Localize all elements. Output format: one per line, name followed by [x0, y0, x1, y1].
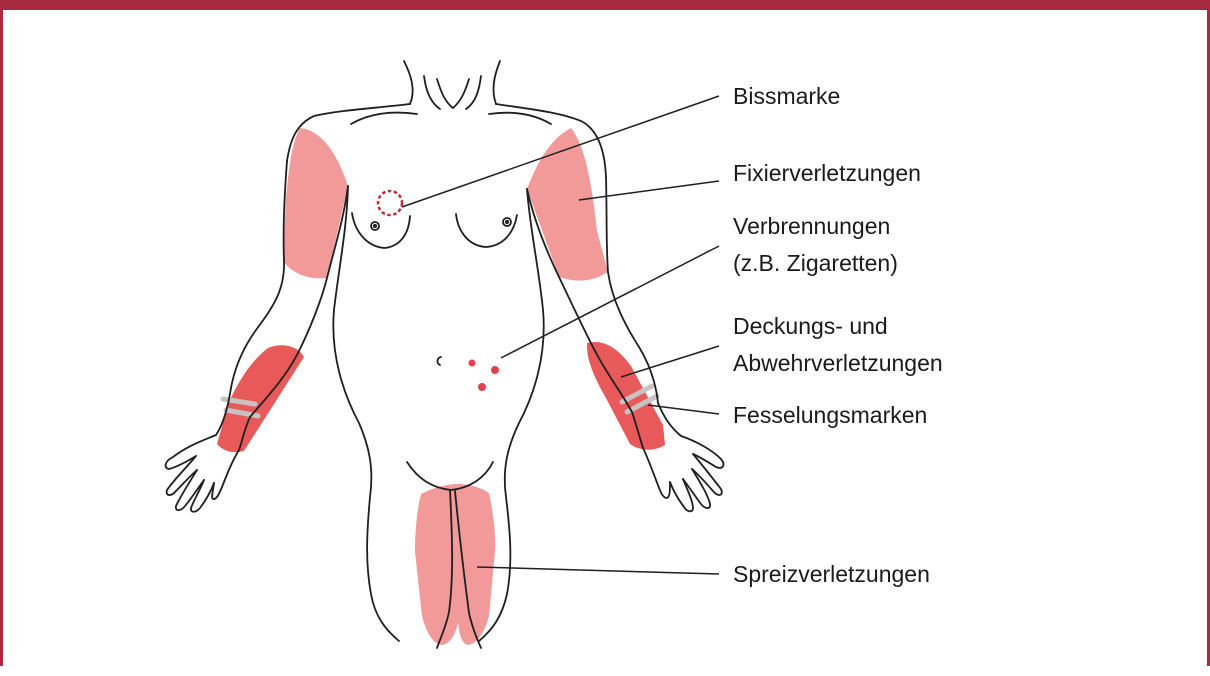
fixation-leader — [579, 181, 719, 200]
label-binding-marks: Fesselungsmarken — [733, 402, 927, 428]
thighs-spreading-region — [415, 484, 495, 645]
binding-leader — [648, 405, 719, 414]
label-burns-line2: (z.B. Zigaretten) — [733, 250, 898, 276]
right-upper-arm-fixation-region — [527, 128, 608, 281]
label-defense-line2: Abwehrverletzungen — [733, 350, 943, 376]
cigarette-burn-marks — [469, 360, 500, 392]
left-upper-arm-fixation-region — [283, 128, 348, 278]
label-fixation-injuries: Fixierverletzungen — [733, 160, 921, 186]
body-diagram: Bissmarke Fixierverletzungen Verbrennung… — [3, 10, 1210, 676]
spreading-leader — [477, 567, 719, 574]
label-bite-mark: Bissmarke — [733, 83, 840, 109]
label-spreading-injuries: Spreizverletzungen — [733, 561, 930, 587]
label-burns-line1: Verbrennungen — [733, 213, 890, 239]
defense-leader — [621, 346, 719, 377]
bite-mark-symbol — [378, 191, 402, 215]
label-defense-line1: Deckungs- und — [733, 313, 888, 339]
burns-leader — [501, 246, 719, 358]
